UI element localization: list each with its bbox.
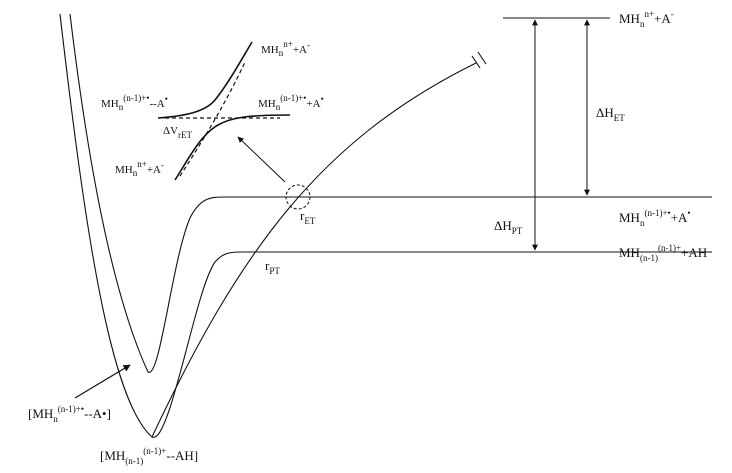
pt-potential-curve	[59, 13, 712, 438]
inset-upper-left-label: MHn(n-1)+•--A•	[101, 93, 168, 112]
inset-middle-right-label: MHn(n-1)+•+A•	[258, 93, 324, 112]
inset-lower-left-label: MHnn++A-	[115, 159, 164, 178]
inset-upper-adiabat	[157, 41, 253, 119]
inset-pointer-arrow	[237, 136, 286, 183]
upper-minimum-label: [MHn(n-1)+•--A•]	[28, 404, 111, 424]
delta-pt-label: ΔHPT	[494, 218, 523, 236]
bottom-level-label: MH(n-1)(n-1)++AH	[619, 243, 707, 263]
inset-upper-right-label: MHnn++A-	[261, 39, 310, 58]
crossing-curve	[151, 62, 477, 438]
inset-lower-adiabat	[174, 114, 291, 181]
middle-level-label: MHn(n-1)+•+A•	[619, 208, 691, 228]
rpt-label: rPT	[265, 258, 280, 276]
lower-minimum-label: [MH(n-1)(n-1)+--AH]	[100, 446, 198, 466]
crossing-circle	[285, 184, 311, 210]
et-potential-curve	[69, 13, 712, 373]
ret-label: rET	[300, 208, 316, 226]
delta-et-label: ΔHET	[596, 105, 625, 123]
inset-diabat-1	[179, 61, 246, 177]
top-level-label: MHnn++A-	[619, 9, 674, 29]
inset-avoided-crossing	[157, 41, 291, 181]
inset-delta-v-label: ΔVrET	[163, 125, 193, 140]
axis-break-mark	[471, 51, 487, 69]
minimum-pointer-arrow	[74, 364, 131, 399]
